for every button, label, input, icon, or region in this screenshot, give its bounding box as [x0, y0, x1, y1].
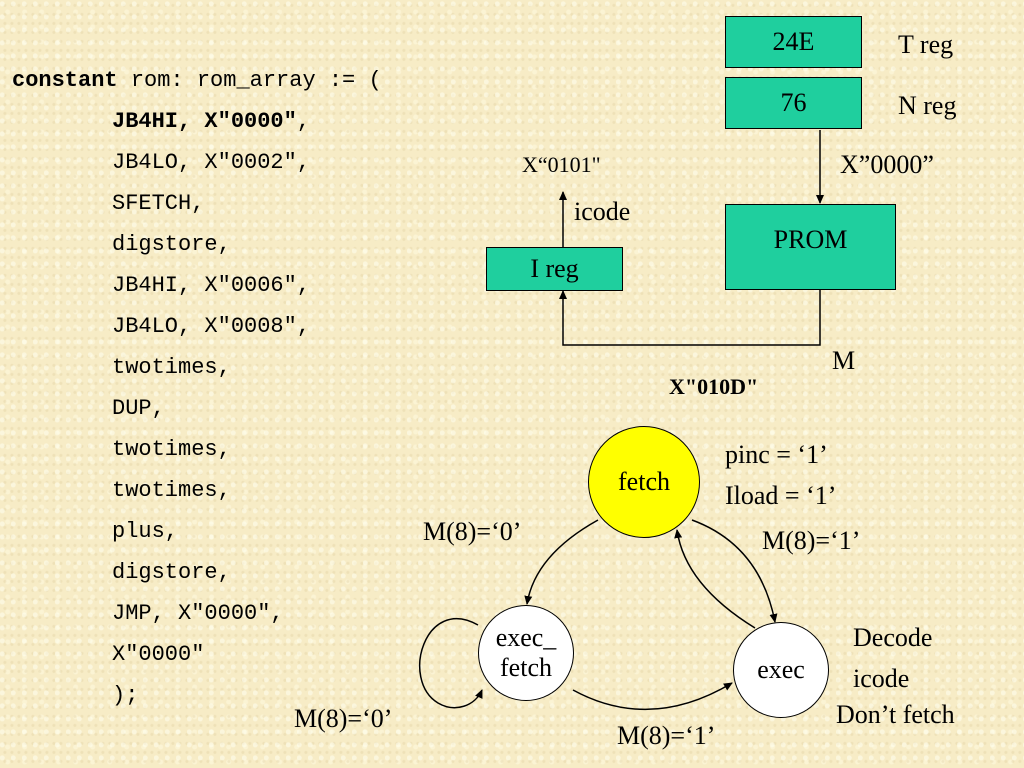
- n-reg-label: N reg: [898, 91, 957, 120]
- code-line: digstore,: [112, 560, 231, 585]
- code-line: plus,: [112, 519, 179, 544]
- code-line: SFETCH,: [112, 191, 205, 216]
- i-reg-output-value: X“0101": [522, 152, 601, 177]
- code-keyword: constant: [12, 68, 118, 93]
- transition-fetch-to-exec: M(8)=‘1’: [762, 526, 861, 555]
- exec-note-dont-fetch: Don’t fetch: [836, 700, 955, 729]
- code-line: twotimes,: [112, 437, 231, 462]
- arrow-exec-fetch-self-loop: [419, 617, 483, 709]
- arrow-fetch-to-exec-fetch: [524, 519, 599, 605]
- code-first-rest: rom: rom_array := (: [117, 68, 382, 93]
- m-value: X"010D": [669, 374, 759, 399]
- t-reg-box: 24E: [725, 16, 862, 68]
- code-line: DUP,: [112, 396, 165, 421]
- state-exec-label: exec: [757, 655, 805, 684]
- code-line: twotimes,: [112, 355, 231, 380]
- code-line: );: [112, 683, 139, 708]
- code-line-2: JB4HI, X"0000",: [112, 101, 310, 142]
- exec-note-icode: icode: [853, 664, 910, 693]
- arrow-exec-fetch-to-exec: [572, 682, 733, 711]
- fetch-action-iload: Iload = ‘1’: [725, 481, 837, 510]
- wire-prom-to-ireg: [559, 290, 821, 346]
- code-line: JB4LO, X"0002",: [112, 150, 311, 175]
- icode-label: icode: [574, 197, 631, 226]
- state-fetch: fetch: [588, 426, 700, 538]
- state-exec-fetch-label: exec_fetch: [495, 623, 557, 682]
- code-line: JB4LO, X"0008",: [112, 314, 311, 339]
- code-line: digstore,: [112, 232, 231, 257]
- state-exec: exec: [733, 622, 829, 718]
- arrow-fetch-to-exec: [691, 519, 778, 623]
- code-line: X"0000": [112, 642, 205, 667]
- code-line-2-bold: JB4HI, X"0000": [112, 109, 297, 134]
- state-exec-fetch: exec_fetch: [478, 605, 574, 701]
- fetch-action-pinc: pinc = ‘1’: [725, 440, 828, 469]
- transition-exec-fetch-self: M(8)=‘0’: [294, 704, 393, 733]
- arrow-exec-to-fetch: [674, 529, 756, 629]
- code-line: JMP, X"0000",: [112, 601, 284, 626]
- prom-input-value: X”0000”: [840, 150, 934, 179]
- t-reg-label: T reg: [898, 30, 954, 59]
- i-reg-box: I reg: [486, 247, 623, 291]
- code-line-2-comma: ,: [296, 109, 311, 134]
- prom-box: PROM: [725, 204, 896, 290]
- transition-exec-fetch-to-exec: M(8)=‘1’: [617, 721, 716, 750]
- transition-fetch-to-exec-fetch: M(8)=‘0’: [423, 517, 522, 546]
- code-line: twotimes,: [112, 478, 231, 503]
- n-reg-box: 76: [725, 77, 862, 129]
- exec-note-decode: Decode: [853, 623, 933, 652]
- code-line-1: constant rom: rom_array := (: [12, 60, 382, 101]
- state-fetch-label: fetch: [618, 467, 670, 496]
- code-line: JB4HI, X"0006",: [112, 273, 311, 298]
- m-label: M: [832, 346, 856, 375]
